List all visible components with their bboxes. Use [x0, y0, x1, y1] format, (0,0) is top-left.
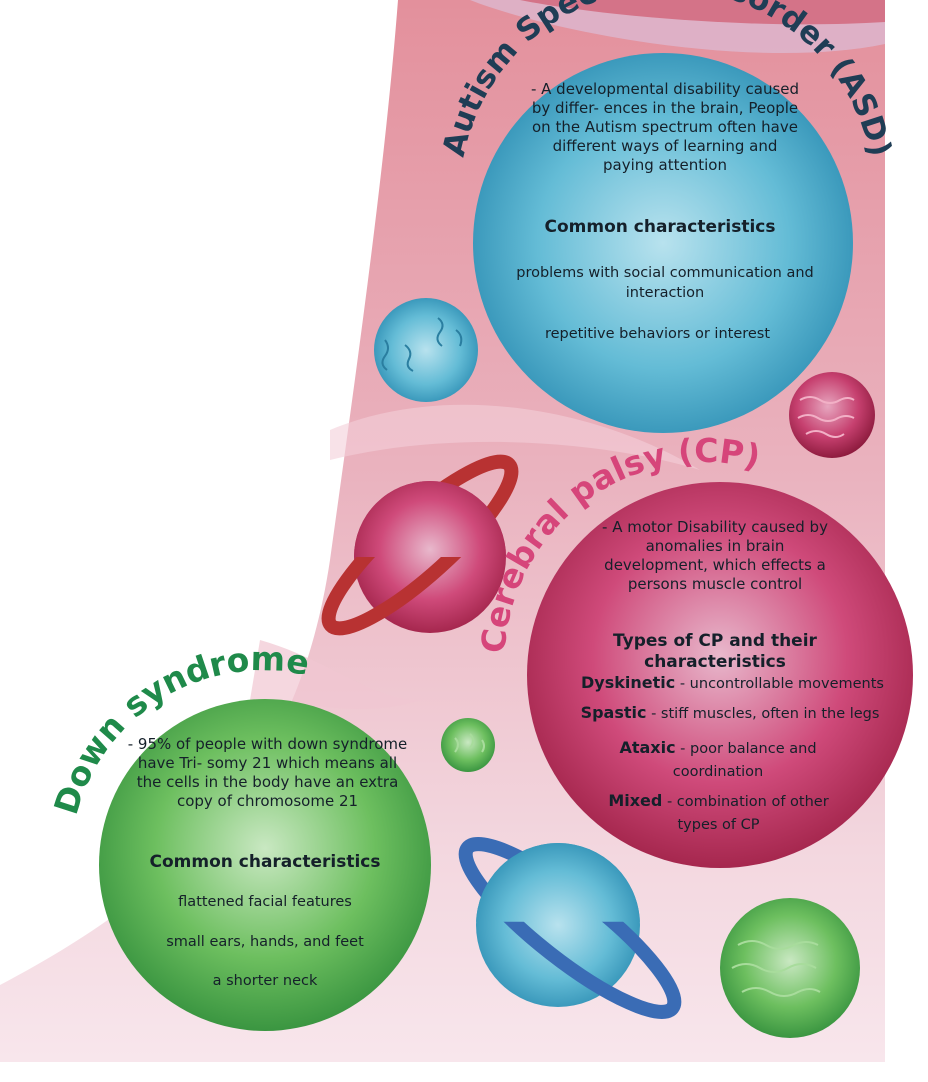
asd-item-repetitive: repetitive behaviors or interest: [544, 326, 771, 342]
cp-type-name: Ataxic: [619, 738, 676, 757]
asd-item-social: problems with social communication and i…: [516, 265, 814, 301]
cp-type-ataxic: Ataxic - poor balance and coordination: [598, 737, 838, 783]
background-top-dark: [520, 0, 885, 25]
cp-type-desc: - poor balance and coordination: [672, 741, 817, 780]
cp-type-desc: - stiff muscles, often in the legs: [646, 706, 880, 722]
down-item-neck: a shorter neck: [212, 973, 318, 989]
cp-planet: [527, 482, 913, 868]
asd-heading: Common characteristics: [544, 217, 776, 237]
asd-description: - A developmental disability caused by d…: [530, 80, 800, 174]
cp-heading: Types of CP and their characteristics: [613, 631, 817, 672]
cp-type-name: Dyskinetic: [581, 673, 676, 692]
down-description: - 95% of people with down syndrome have …: [127, 735, 408, 810]
cp-type-name: Spastic: [580, 703, 647, 722]
small-green-planet: [441, 718, 495, 772]
down-item-facial: flattened facial features: [178, 894, 352, 910]
ringed-blue-planet: [458, 837, 682, 1019]
down-heading: Common characteristics: [149, 852, 381, 872]
cp-type-dyskinetic: Dyskinetic - uncontrollable movements: [550, 673, 915, 692]
background-swoosh: [330, 404, 700, 470]
cp-description: - A motor Disability caused by anomalies…: [602, 518, 828, 593]
cp-type-desc: - uncontrollable movements: [675, 676, 884, 692]
asd-planet: [473, 53, 853, 433]
small-blue-planet: [374, 298, 478, 402]
cp-type-spastic: Spastic - stiff muscles, often in the le…: [545, 703, 915, 722]
cp-type-name: Mixed: [608, 791, 663, 810]
large-green-planet: [720, 898, 860, 1038]
cp-type-mixed: Mixed - combination of other types of CP: [606, 790, 831, 836]
down-item-ears: small ears, hands, and feet: [166, 934, 364, 950]
down-planet: [99, 699, 431, 1031]
cp-type-desc: - combination of other types of CP: [662, 794, 829, 833]
small-pink-planet: [789, 372, 875, 458]
ringed-pink-planet: [321, 454, 519, 636]
background-wave: [250, 640, 420, 709]
